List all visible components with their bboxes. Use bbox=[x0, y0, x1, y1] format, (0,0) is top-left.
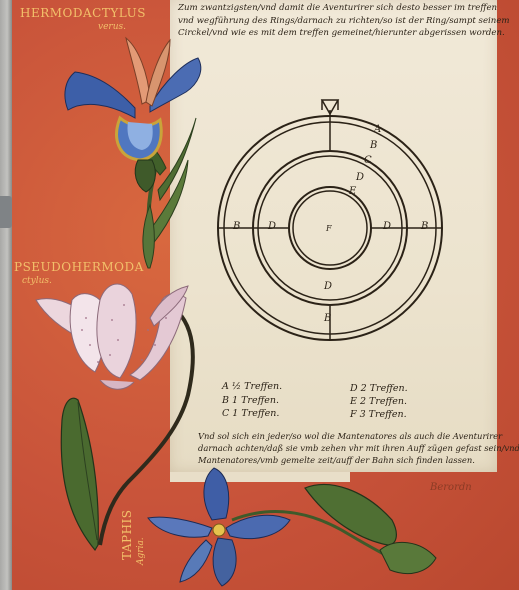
diagram-label-b: B bbox=[370, 140, 378, 151]
closing-line: darnach achten/daß sie vmb zehen vhr mit… bbox=[198, 443, 519, 454]
plant-label-third-sub: Agria. bbox=[136, 537, 146, 565]
legend-item: B 1 Treffen. bbox=[222, 395, 280, 406]
diagram-label-left-d: D bbox=[268, 221, 277, 232]
pseudohermodactylus-illustration bbox=[35, 283, 195, 552]
diagram-label-right-d: D bbox=[383, 221, 392, 232]
plant-label-hermodactylus-sub: verus. bbox=[98, 22, 126, 32]
scanner-background-strip bbox=[0, 0, 12, 590]
diagram-label-d: D bbox=[356, 172, 365, 183]
diagram-label-e: E bbox=[349, 186, 357, 197]
legend-item: E 2 Treffen. bbox=[350, 396, 408, 407]
diagram-label-c: C bbox=[364, 155, 372, 166]
closing-line: Vnd sol sich ein jeder/so wol die Manten… bbox=[198, 431, 503, 441]
ring-diagram bbox=[217, 99, 443, 341]
plant-label-pseudohermodactylus: PSEUDOHERMODA bbox=[14, 260, 144, 274]
legend-item: F 3 Treffen. bbox=[350, 409, 407, 420]
diagram-label-right-b: B bbox=[421, 221, 429, 232]
intro-line: Zum zwantzigsten/vnd damit die Aventurir… bbox=[178, 3, 498, 13]
binding-clip bbox=[0, 196, 12, 228]
legend-item: D 2 Treffen. bbox=[350, 383, 408, 394]
intro-line: Circkel/vnd wie es mit dem treffen gemei… bbox=[178, 28, 505, 39]
legend-item: A ½ Treffen. bbox=[222, 381, 283, 392]
hermodactylus-illustration bbox=[64, 36, 202, 269]
diagram-label-f: F bbox=[326, 224, 332, 233]
closing-line: Mantenatores/vmb gemelte zeit/auff der B… bbox=[198, 455, 475, 466]
diagram-label-bottom-d: D bbox=[324, 281, 333, 292]
paper-lower-edge bbox=[170, 472, 350, 482]
blue-flower-illustration bbox=[147, 467, 437, 587]
intro-line: vnd wegführung des Rings/darnach zu rich… bbox=[178, 15, 510, 26]
closing-paragraph: Vnd sol sich ein jeder/so wol die Manten… bbox=[198, 430, 519, 467]
diagram-label-a: A bbox=[374, 124, 382, 135]
legend-item: C 1 Treffen. bbox=[222, 408, 280, 419]
plant-label-third: TAPHIS bbox=[120, 509, 134, 560]
intro-paragraph: Zum zwantzigsten/vnd damit die Aventurir… bbox=[178, 2, 510, 40]
plant-label-pseudohermodactylus-sub: ctylus. bbox=[22, 276, 52, 286]
catchword: Berordn bbox=[430, 482, 472, 493]
plant-label-hermodactylus: HERMODACTYLUS bbox=[20, 6, 146, 20]
diagram-label-left-b: B bbox=[233, 221, 241, 232]
diagram-label-bottom-b: B bbox=[324, 313, 332, 324]
